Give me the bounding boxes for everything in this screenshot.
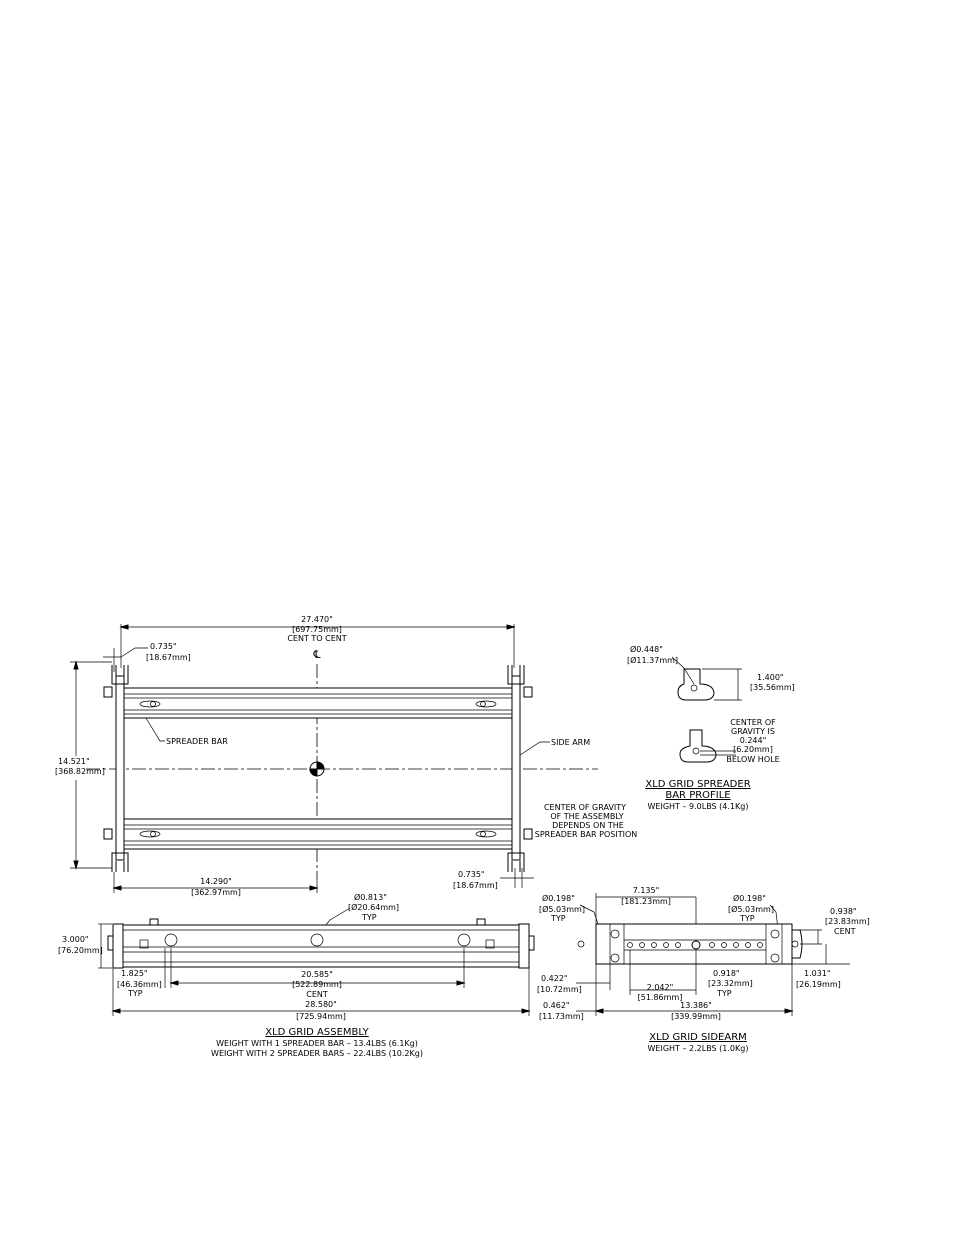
centerline-symbol: ℄ bbox=[312, 648, 320, 661]
front-dim-a-mm: [46.36mm] bbox=[117, 980, 162, 989]
sidearm-cent: CENT bbox=[834, 927, 856, 936]
profile-title-2: BAR PROFILE bbox=[665, 790, 730, 801]
dim-width-label: 27.470" bbox=[301, 615, 333, 624]
dim-side-r-label: 0.735" bbox=[458, 870, 485, 879]
sidearm-dim-hole-l-mm: [Ø5.03mm] bbox=[539, 904, 585, 914]
sidearm-dim-len-mm: [181.23mm] bbox=[621, 897, 671, 906]
cent-to-cent-label: CENT TO CENT bbox=[287, 634, 346, 643]
side-arm-label: SIDE ARM bbox=[551, 738, 590, 747]
assembly-top-view: 27.470" [697.75mm] CENT TO CENT 0.735" [… bbox=[55, 615, 637, 897]
profile-cog-5: BELOW HOLE bbox=[726, 755, 779, 764]
sidearm-title: XLD GRID SIDEARM bbox=[649, 1032, 747, 1043]
dim-side-mm: [18.67mm] bbox=[146, 653, 191, 662]
dim-half-mm: [362.97mm] bbox=[191, 888, 241, 897]
sidearm-typ-l: TYP bbox=[550, 914, 566, 923]
dim-half-label: 14.290" bbox=[200, 877, 232, 886]
sidearm-dim-hole-r-mm: [Ø5.03mm] bbox=[728, 904, 774, 914]
sidearm-dim-hole-r: Ø0.198" bbox=[733, 893, 766, 903]
cog-note-line-3: DEPENDS ON THE bbox=[552, 821, 624, 830]
dim-height-label: 14.521" bbox=[58, 757, 90, 766]
sidearm-weight: WEIGHT – 2.2LBS (1.0Kg) bbox=[648, 1044, 749, 1053]
profile-cog-4: [6.20mm] bbox=[733, 745, 773, 754]
front-dim-hole-typ: TYP bbox=[361, 913, 377, 922]
front-dim-hole-mm: [Ø20.64mm] bbox=[348, 902, 399, 912]
cog-note-line-1: CENTER OF GRAVITY bbox=[544, 803, 626, 812]
front-title: XLD GRID ASSEMBLY bbox=[265, 1027, 369, 1038]
sidearm-dim-total-mm: [339.99mm] bbox=[671, 1012, 721, 1021]
sidearm-dim-len: 7.135" bbox=[633, 886, 660, 895]
sidearm-dim-cent-mm: [23.83mm] bbox=[825, 917, 870, 926]
sidearm-dim-c-typ: TYP bbox=[716, 989, 732, 998]
sidearm-dim-d-mm: [26.19mm] bbox=[796, 980, 841, 989]
spreader-profile-view: Ø0.448" [Ø11.37mm] 1.400" [35.56mm] CENT… bbox=[627, 644, 795, 811]
dim-width-mm: [697.75mm] bbox=[292, 625, 342, 634]
profile-dim-dia: Ø0.448" bbox=[630, 644, 663, 654]
profile-cog-3: 0.244" bbox=[740, 736, 767, 745]
cog-note-line-2: OF THE ASSEMBLY bbox=[550, 812, 623, 821]
sidearm-dim-c: 0.918" bbox=[713, 969, 740, 978]
profile-dim-dia-mm: [Ø11.37mm] bbox=[627, 655, 678, 665]
front-dim-hole: Ø0.813" bbox=[354, 892, 387, 902]
sidearm-dim-b: 2.042" bbox=[647, 983, 674, 992]
front-weight-2: WEIGHT WITH 2 SPREADER BARS – 22.4LBS (1… bbox=[211, 1049, 423, 1058]
sidearm-dim-b-mm: [51.86mm] bbox=[638, 993, 683, 1002]
profile-weight: WEIGHT – 9.0LBS (4.1Kg) bbox=[648, 802, 749, 811]
sidearm-dim-a: 0.422" bbox=[541, 974, 568, 983]
profile-title-1: XLD GRID SPREADER bbox=[645, 779, 750, 790]
front-dim-total-mm: [725.94mm] bbox=[296, 1012, 346, 1021]
sidearm-dim-a-mm: [10.72mm] bbox=[537, 985, 582, 994]
profile-dim-h: 1.400" bbox=[757, 673, 784, 682]
sidearm-dim-e: 0.462" bbox=[543, 1001, 570, 1010]
front-dim-a: 1.825" bbox=[121, 969, 148, 978]
sidearm-dim-c-mm: [23.32mm] bbox=[708, 979, 753, 988]
front-weight-1: WEIGHT WITH 1 SPREADER BAR – 13.4LBS (6.… bbox=[216, 1039, 418, 1048]
sidearm-dim-total: 13.386" bbox=[680, 1001, 712, 1010]
sidearm-typ-r: TYP bbox=[739, 914, 755, 923]
sidearm-dim-e-mm: [11.73mm] bbox=[539, 1012, 584, 1021]
front-dim-a-typ: TYP bbox=[127, 989, 143, 998]
sidearm-dim-cent: 0.938" bbox=[830, 907, 857, 916]
sidearm-dim-d: 1.031" bbox=[804, 969, 831, 978]
front-dim-h: 3.000" bbox=[62, 935, 89, 944]
assembly-front-view: Ø0.813" [Ø20.64mm] TYP 3.000" [76.20mm] bbox=[58, 892, 535, 1058]
dim-height-mm: [368.82mm] bbox=[55, 767, 105, 776]
front-dim-h-mm: [76.20mm] bbox=[58, 946, 103, 955]
sidearm-view: Ø0.198" [Ø5.03mm] TYP 7.135" [181.23mm] … bbox=[537, 886, 870, 1053]
spreader-bar-label: SPREADER BAR bbox=[166, 737, 228, 746]
front-dim-b: 20.585" bbox=[301, 970, 333, 979]
profile-dim-h-mm: [35.56mm] bbox=[750, 683, 795, 692]
dim-side-r-mm: [18.67mm] bbox=[453, 881, 498, 890]
profile-cog-1: CENTER OF bbox=[730, 718, 776, 727]
front-dim-b-mm: [522.89mm] bbox=[292, 980, 342, 989]
sidearm-dim-hole-l: Ø0.198" bbox=[542, 893, 575, 903]
front-dim-total: 28.580" bbox=[305, 1000, 337, 1009]
profile-cog-2: GRAVITY IS bbox=[731, 727, 775, 736]
dim-side-label: 0.735" bbox=[150, 642, 177, 651]
cog-note-line-4: SPREADER BAR POSITION bbox=[535, 830, 637, 839]
front-dim-b-cent: CENT bbox=[306, 990, 328, 999]
